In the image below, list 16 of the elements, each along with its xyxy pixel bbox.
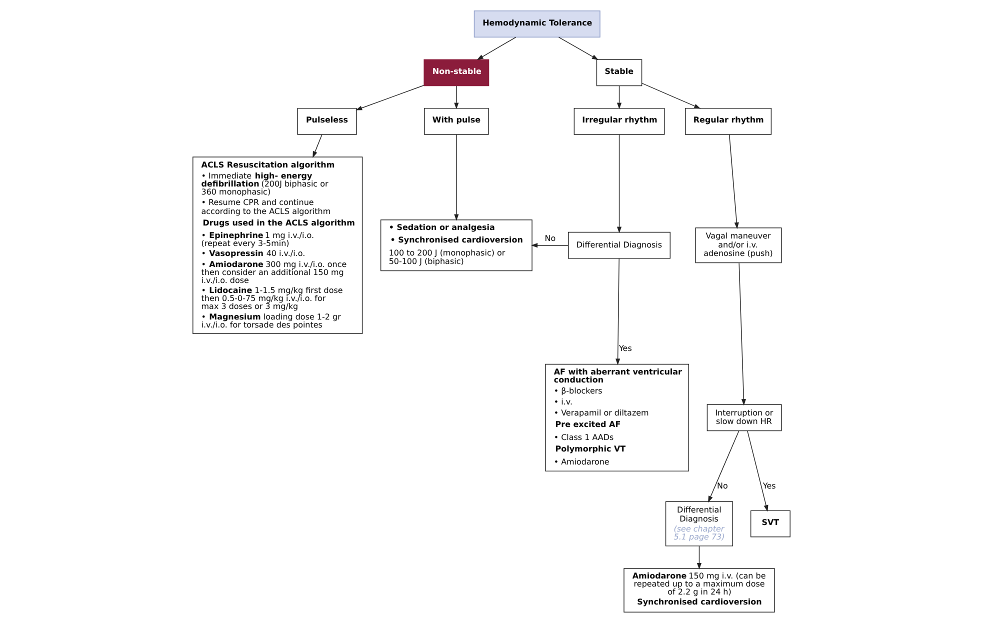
arrow bbox=[616, 85, 622, 110]
arrow bbox=[615, 258, 620, 366]
arrow bbox=[530, 243, 568, 248]
arrow bbox=[641, 82, 700, 109]
arrow bbox=[312, 134, 322, 158]
arrow bbox=[696, 546, 702, 570]
arrow bbox=[558, 36, 598, 60]
arrow bbox=[708, 430, 739, 503]
arrow bbox=[738, 262, 746, 406]
arrow bbox=[616, 134, 622, 234]
arrow bbox=[746, 430, 768, 512]
arrow bbox=[454, 85, 458, 110]
arrow bbox=[728, 134, 738, 229]
arrow bbox=[355, 84, 424, 110]
arrow bbox=[454, 134, 458, 221]
arrow bbox=[476, 36, 516, 60]
